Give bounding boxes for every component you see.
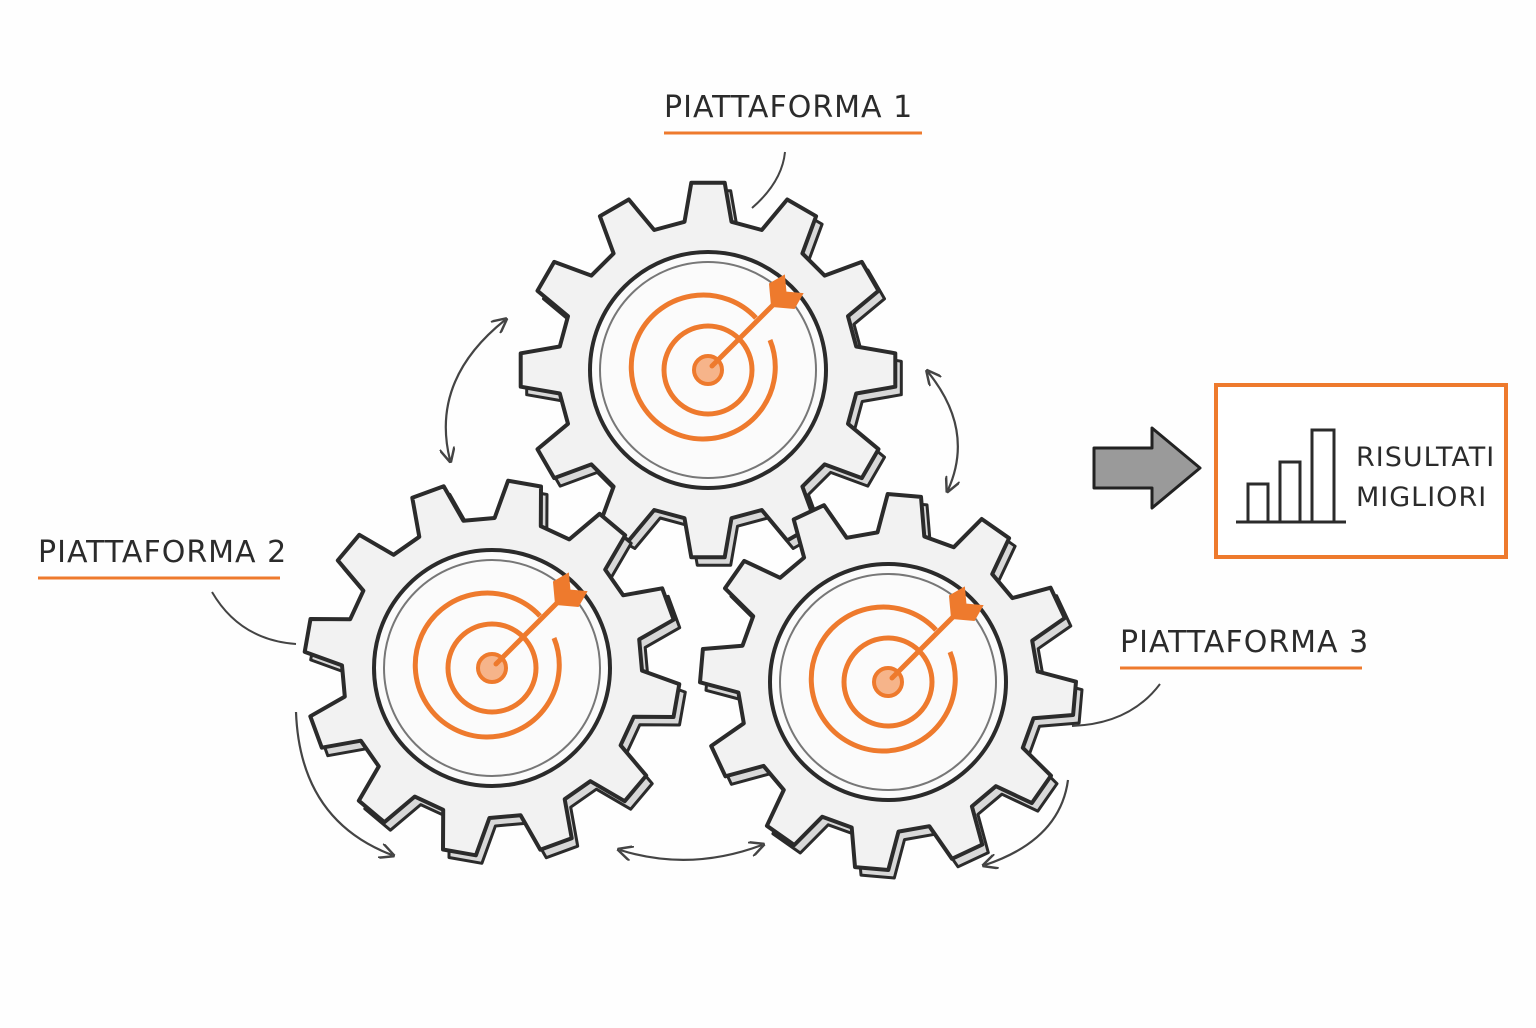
target-arrow-icon [628,274,804,442]
platform-1-label: PIATTAFORMA 1 [664,90,914,125]
target-arrow-icon [412,572,588,740]
label-connector [751,151,786,209]
label-connector [1071,683,1161,727]
target-arrow-icon [808,586,984,754]
platform-2-label: PIATTAFORMA 2 [38,535,288,570]
right-arrow-icon [1092,426,1202,510]
cycle-arrow-icon [985,779,1070,865]
cycle-arrow-icon [446,320,505,460]
platform-3-label: PIATTAFORMA 3 [1120,625,1370,660]
cycle-arrow-icon [294,711,392,855]
result-box [1214,383,1508,559]
label-connector [211,591,297,645]
result-line-1: RISULTATI [1356,442,1496,473]
result-line-2: MIGLIORI [1356,482,1488,513]
cycle-arrow-icon [620,845,762,860]
cycle-arrow-icon [928,372,958,490]
bar-chart-icon [1236,428,1346,524]
